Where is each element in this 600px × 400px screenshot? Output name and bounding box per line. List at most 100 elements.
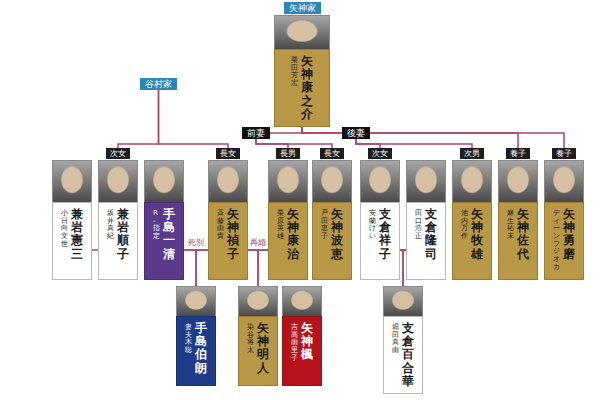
person-card: 養子矢神 佐代麻生 祐未 xyxy=(498,148,538,280)
portrait-photo xyxy=(238,286,278,316)
person-card: 養子矢神 勇磨ディーン・フジオカ xyxy=(544,148,584,280)
person-name: 手島 一清 xyxy=(163,208,175,261)
tag-label: 前妻 xyxy=(247,128,265,138)
actor-name: 栗原 英雄 xyxy=(277,210,284,241)
portrait-photo xyxy=(274,15,330,49)
family-line xyxy=(258,250,268,286)
person-name: 支倉 隆司 xyxy=(425,208,437,261)
actor-name: 染谷 将太 xyxy=(247,324,254,355)
portrait-photo xyxy=(360,160,400,202)
actor-name: R-指定 xyxy=(153,210,160,241)
name-panel: 支倉 祥子安蘭 けい xyxy=(360,202,400,280)
name-panel: 矢神 牧雄池内 万作 xyxy=(452,202,492,280)
edge-label: 再婚 xyxy=(249,238,267,247)
edge-label: 死別 xyxy=(187,238,205,247)
name-panel: 手島 伯朗妻夫木 聡 xyxy=(176,316,216,386)
person-card: 支倉 隆司田口 浩正 xyxy=(406,160,446,280)
portrait-photo xyxy=(383,286,423,316)
family-tag: 前妻 xyxy=(242,127,270,139)
person-name: 矢神 禎子 xyxy=(227,208,239,261)
person-name: 兼岩 順子 xyxy=(117,208,129,261)
family-line xyxy=(270,127,302,133)
family-line xyxy=(302,127,564,148)
family-line xyxy=(302,127,342,133)
role-tag: 次男 xyxy=(460,148,484,159)
name-panel: 矢神 楓吉高 由里子 xyxy=(282,316,322,386)
role-tag: 次女 xyxy=(106,148,130,159)
name-panel: 矢神 康治栗原 英雄 xyxy=(268,202,308,280)
person-name: 支倉 百合華 xyxy=(402,322,414,388)
person-name: 矢神 康之介 xyxy=(301,55,313,121)
portrait-photo xyxy=(268,160,308,202)
family-tag: 矢神家 xyxy=(284,2,321,14)
role-tag: 長男 xyxy=(276,148,300,159)
actor-name: 田口 浩正 xyxy=(415,210,422,241)
name-panel: 支倉 隆司田口 浩正 xyxy=(406,202,446,280)
person-card: 次男矢神 牧雄池内 万作 xyxy=(452,148,492,280)
name-panel: 兼岩 憲三小日向 文世 xyxy=(52,202,92,280)
portrait-photo xyxy=(52,160,92,202)
role-tag: 次女 xyxy=(368,148,392,159)
person-name: 矢神 牧雄 xyxy=(471,208,483,261)
family-line xyxy=(302,127,518,148)
tag-label: 後妻 xyxy=(347,128,365,138)
person-card: 長女矢神 禎子斉藤 由貴 xyxy=(208,148,248,280)
role-tag: 養子 xyxy=(506,148,530,159)
person-card: 支倉 百合華堀田 真由 xyxy=(383,286,423,394)
family-tag: 谷村家 xyxy=(140,78,177,90)
portrait-photo xyxy=(312,160,352,202)
person-name: 手島 伯朗 xyxy=(195,322,207,375)
actor-name: 堀田 真由 xyxy=(392,324,399,355)
tag-label: 谷村家 xyxy=(145,79,172,89)
actor-name: 斉藤 由貴 xyxy=(217,210,224,241)
portrait-photo xyxy=(208,160,248,202)
actor-name: 麻生 祐未 xyxy=(507,210,514,241)
person-name: 支倉 祥子 xyxy=(379,208,391,261)
family-line xyxy=(159,90,229,148)
family-line xyxy=(356,139,472,148)
role-tag: 長女 xyxy=(320,148,344,159)
person-card: 長男矢神 康治栗原 英雄 xyxy=(268,148,308,280)
actor-name: 池内 万作 xyxy=(461,210,468,241)
name-panel: 矢神 明人染谷 将太 xyxy=(238,316,278,386)
family-line xyxy=(256,139,332,148)
actor-name: 吉高 由里子 xyxy=(291,324,298,362)
person-name: 兼岩 憲三 xyxy=(71,208,83,261)
family-line xyxy=(196,250,208,286)
portrait-photo xyxy=(282,286,322,316)
person-card: 長女矢神 波恵戸田 恵子 xyxy=(312,148,352,280)
family-tag: 後妻 xyxy=(342,127,370,139)
role-tag: 養子 xyxy=(552,148,576,159)
person-name: 矢神 佐代 xyxy=(517,208,529,261)
person-name: 矢神 勇磨 xyxy=(563,208,575,261)
name-panel: 兼岩 順子坂井 真紀 xyxy=(98,202,138,280)
person-card: 矢神 康之介栗田 芳宏 xyxy=(274,15,330,127)
actor-name: 戸田 恵子 xyxy=(321,210,328,241)
actor-name: ディーン・フジオカ xyxy=(553,210,560,272)
person-card: 手島 一清R-指定 xyxy=(144,160,184,280)
person-name: 矢神 楓 xyxy=(301,322,313,362)
family-line xyxy=(118,90,159,148)
portrait-photo xyxy=(98,160,138,202)
person-card: 矢神 明人染谷 将太 xyxy=(238,286,278,386)
name-panel: 支倉 百合華堀田 真由 xyxy=(383,316,423,394)
name-panel: 矢神 波恵戸田 恵子 xyxy=(312,202,352,280)
portrait-photo xyxy=(498,160,538,202)
person-card: 矢神 楓吉高 由里子 xyxy=(282,286,322,386)
actor-name: 坂井 真紀 xyxy=(107,210,114,241)
person-card: 兼岩 憲三小日向 文世 xyxy=(52,160,92,280)
name-panel: 矢神 佐代麻生 祐未 xyxy=(498,202,538,280)
role-tag: 長女 xyxy=(216,148,240,159)
actor-name: 栗田 芳宏 xyxy=(291,57,298,88)
actor-name: 小日向 文世 xyxy=(61,210,68,248)
name-panel: 手島 一清R-指定 xyxy=(144,202,184,280)
portrait-photo xyxy=(544,160,584,202)
portrait-photo xyxy=(452,160,492,202)
family-line xyxy=(184,250,196,286)
person-card: 手島 伯朗妻夫木 聡 xyxy=(176,286,216,386)
name-panel: 矢神 禎子斉藤 由貴 xyxy=(208,202,248,280)
portrait-photo xyxy=(176,286,216,316)
person-name: 矢神 明人 xyxy=(257,322,269,375)
actor-name: 妻夫木 聡 xyxy=(185,324,192,355)
